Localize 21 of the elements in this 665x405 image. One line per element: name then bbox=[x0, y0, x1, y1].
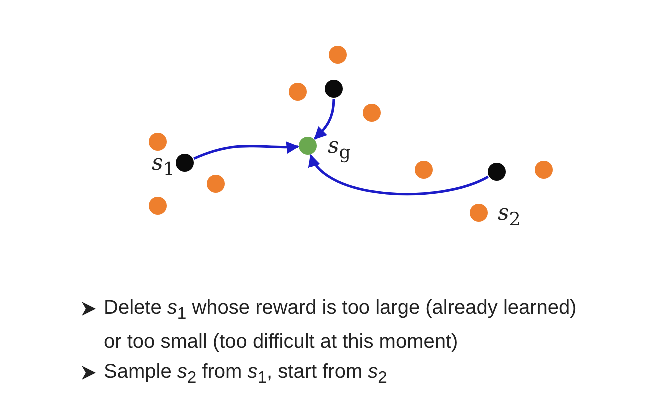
arrow bbox=[194, 141, 300, 160]
sample-dot bbox=[470, 204, 488, 222]
arrow bbox=[314, 98, 336, 140]
state-dot bbox=[488, 163, 506, 181]
sample-dot bbox=[363, 104, 381, 122]
sample-dot bbox=[149, 197, 167, 215]
state-label: s$_{1}$ bbox=[152, 153, 175, 180]
sample-dot bbox=[415, 161, 433, 179]
goal-dot bbox=[299, 137, 317, 155]
sample-dot bbox=[207, 175, 225, 193]
state-dot bbox=[325, 80, 343, 98]
state-label: s$_{2}$ bbox=[498, 203, 521, 230]
state-label: s$_{g}$ bbox=[328, 136, 352, 163]
arrow bbox=[310, 154, 489, 196]
sample-dot bbox=[289, 83, 307, 101]
bullet-text: Sample s$_{2}$ from s$_{1}$, start from s$_{2}$ bbox=[104, 360, 388, 389]
sample-dot bbox=[149, 133, 167, 151]
state-dot bbox=[176, 154, 194, 172]
sample-dot bbox=[329, 46, 347, 64]
bullet-text: Delete s$_{1}$ whose reward is too large (already learned) or too small (too difficult at this moment) bbox=[104, 296, 578, 355]
sample-dot bbox=[535, 161, 553, 179]
